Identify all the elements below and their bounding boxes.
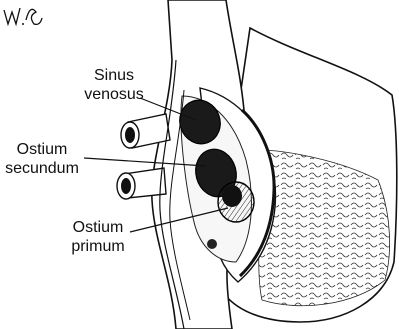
small-opening xyxy=(207,239,217,249)
label-text: Ostium xyxy=(58,218,138,237)
label-ostium-primum: Ostium primum xyxy=(58,218,138,256)
label-text: Sinus xyxy=(80,66,148,85)
label-text: venosus xyxy=(80,85,148,104)
label-text: primum xyxy=(58,237,138,256)
label-sinus-venosus: Sinus venosus xyxy=(80,66,148,104)
label-ostium-secundum: Ostium secundum xyxy=(2,140,82,178)
pulmonary-vein-lower xyxy=(117,168,166,199)
label-text: secundum xyxy=(2,159,82,178)
artist-signature xyxy=(0,0,46,30)
label-text: Ostium xyxy=(2,140,82,159)
